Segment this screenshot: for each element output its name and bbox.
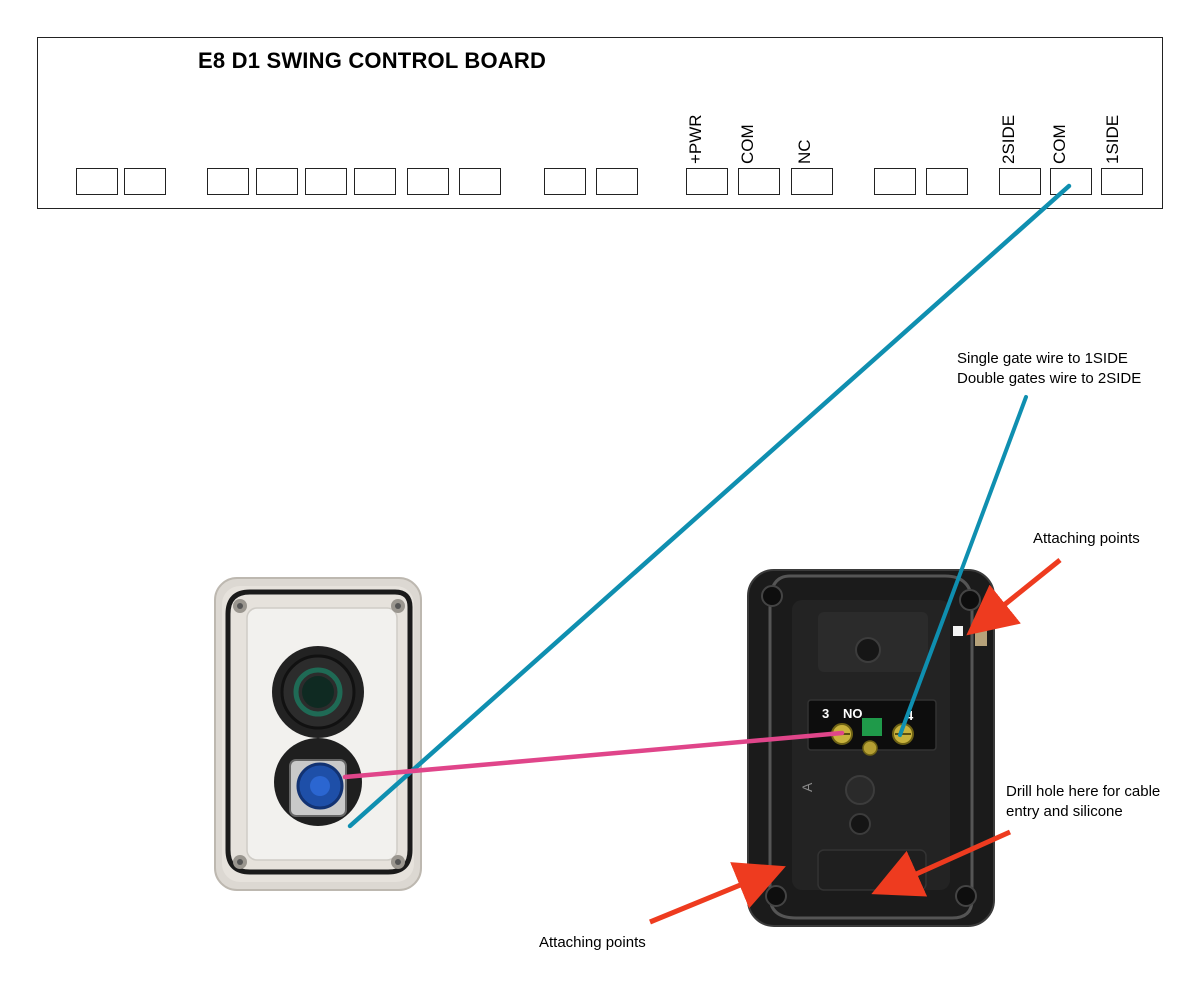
attaching-points-bottom-label: Attaching points: [539, 934, 646, 951]
drill-hole-line-2: entry and silicone: [1006, 803, 1123, 820]
terminal-blank-3: [207, 168, 249, 195]
terminal-blank-1: [76, 168, 118, 195]
contact-block: [807, 699, 937, 756]
terminal-1side: [1101, 168, 1143, 195]
terminal-com-1: [738, 168, 780, 195]
arrow-drill-hole: [871, 829, 1012, 897]
terminal-blank-7: [407, 168, 449, 195]
wire-pushbutton-to-contact-3: [342, 730, 845, 780]
arrow-attaching-points-top: [966, 558, 1062, 636]
screw-hole-icon: [765, 885, 787, 907]
terminal-blank-4: [256, 168, 298, 195]
gate-wiring-line-1: Single gate wire to 1SIDE: [957, 350, 1128, 367]
gate-wiring-line-2: Double gates wire to 2SIDE: [957, 370, 1142, 387]
screw-icon: [391, 599, 405, 613]
terminal-blank-5: [305, 168, 347, 195]
black-switch-enclosure: 3 NO 4 A: [747, 569, 995, 927]
wire-com-to-pushbutton: [347, 183, 1072, 829]
screw-icon: [391, 855, 405, 869]
screw-icon: [233, 599, 247, 613]
drill-hole-line-1: Drill hole here for cable: [1006, 783, 1161, 800]
attaching-points-top-label: Attaching points: [1033, 530, 1140, 547]
screw-icon: [233, 855, 247, 869]
screw-hole-icon: [955, 885, 977, 907]
terminal-blank-11: [874, 168, 916, 195]
terminal-blank-8: [459, 168, 501, 195]
terminal-blank-10: [596, 168, 638, 195]
terminal-pwr: [686, 168, 728, 195]
terminal-blank-12: [926, 168, 968, 195]
mount-marking: A: [799, 782, 815, 792]
contact-type-label: NO: [843, 706, 863, 721]
terminal-2side: [999, 168, 1041, 195]
screw-hole-icon: [761, 585, 783, 607]
wire-contact-4-to-side: [898, 395, 1028, 737]
screw-hole-icon: [959, 589, 981, 611]
gate-wiring-note: Single gate wire to 1SIDE Double gates w…: [957, 349, 1141, 389]
green-button-housing-icon: [272, 646, 364, 738]
blue-pushbutton-icon: [274, 738, 362, 826]
board-title: E8 D1 SWING CONTROL BOARD: [198, 48, 547, 73]
terminal-blank-2: [124, 168, 166, 195]
terminal-screw-icon: [862, 740, 878, 756]
terminal-blank-6: [354, 168, 396, 195]
drill-hole-note: Drill hole here for cable entry and sili…: [1006, 782, 1160, 822]
terminal-com-2: [1050, 168, 1092, 195]
contact-number-right: 4: [906, 708, 914, 723]
contact-number-left: 3: [822, 706, 829, 721]
control-board: E8 D1 SWING CONTROL BOARD +PWR COM NC 2S…: [37, 37, 1163, 209]
grey-pushbutton-enclosure: [214, 577, 422, 891]
arrow-attaching-points-bottom: [649, 862, 786, 925]
terminal-blank-9: [544, 168, 586, 195]
terminal-nc: [791, 168, 833, 195]
